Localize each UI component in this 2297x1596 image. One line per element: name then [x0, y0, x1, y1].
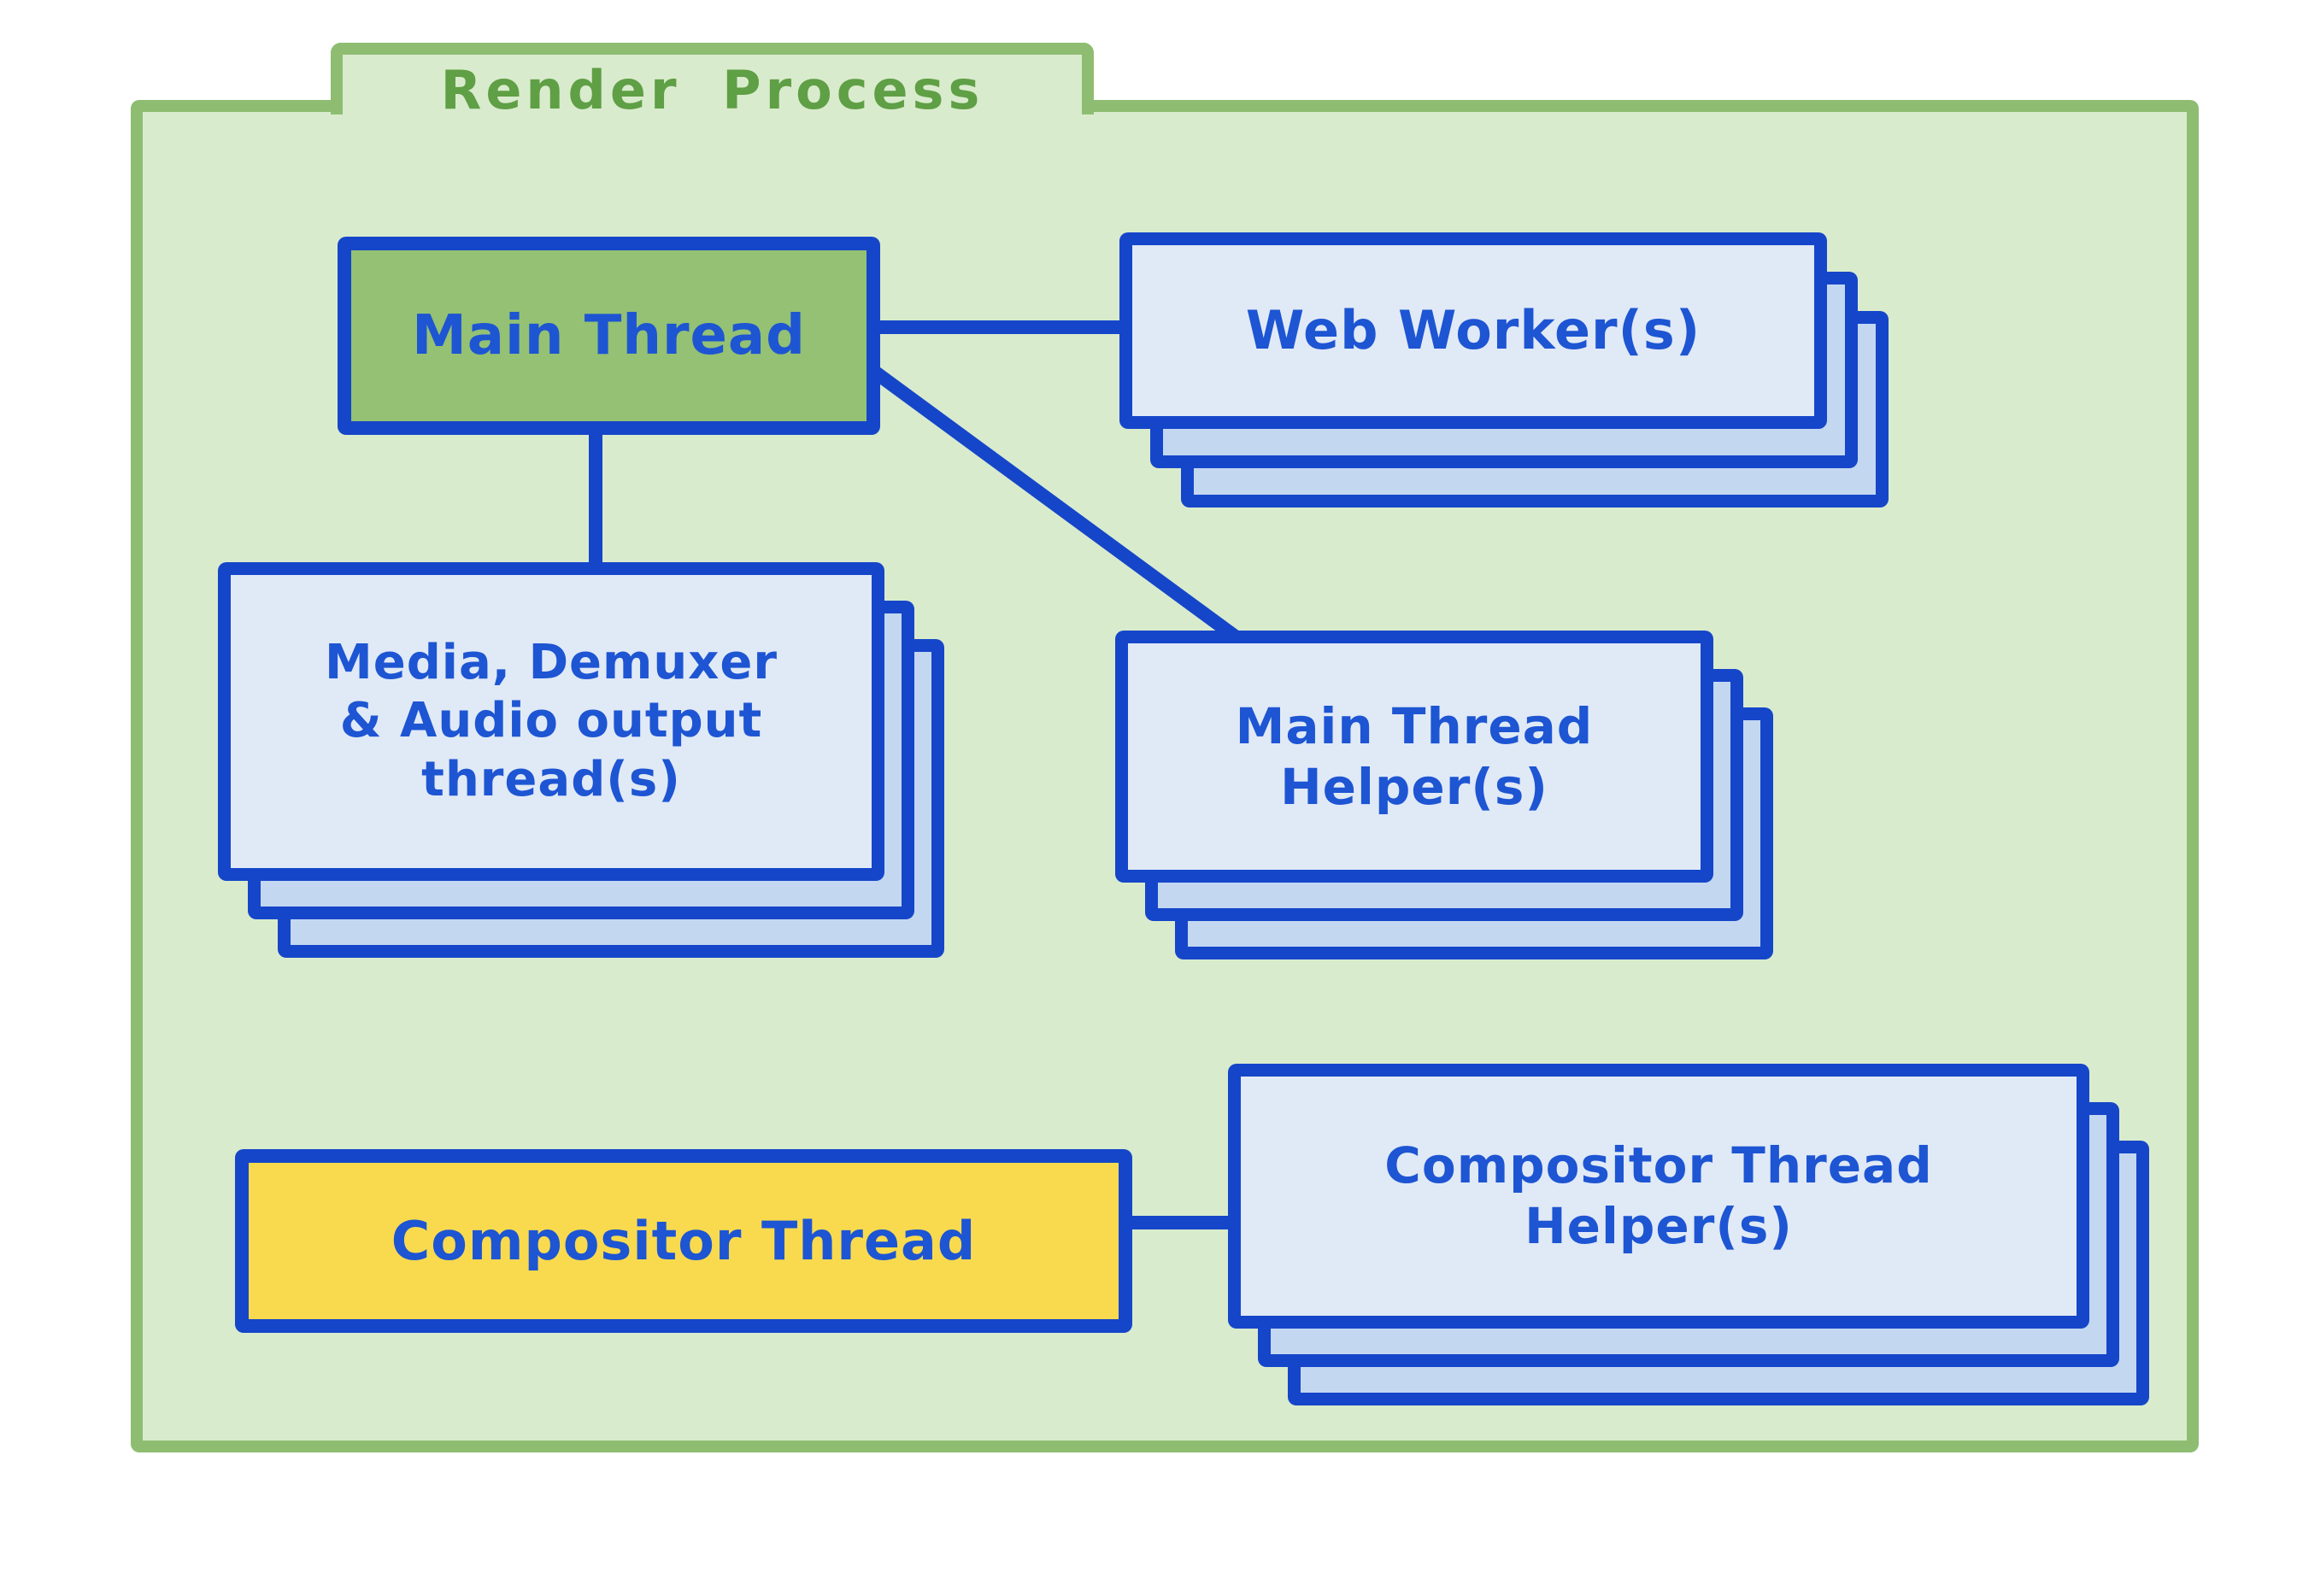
node-compositor-helpers-line2: Helper(s): [1524, 1197, 1793, 1255]
node-media-threads-line1: Media, Demuxer: [325, 635, 778, 691]
stack-layer-front: Compositor Thread Helper(s): [1228, 1064, 2089, 1329]
stack-layer-front: Web Worker(s): [1119, 232, 1827, 429]
node-media-threads-line2: & Audio output: [339, 693, 763, 749]
stack-layer-front: Media, Demuxer & Audio output thread(s): [218, 562, 884, 881]
node-compositor-helpers: Compositor Thread Helper(s): [1228, 1064, 2151, 1405]
stack-layer-front: Main Thread Helper(s): [1115, 631, 1713, 883]
diagram-title: Render Process: [440, 58, 984, 121]
node-main-thread-helpers-line2: Helper(s): [1280, 757, 1548, 816]
node-media-threads-line3: thread(s): [421, 751, 681, 807]
node-web-workers: Web Worker(s): [1119, 232, 1889, 508]
render-process-tab: Render Process: [331, 43, 1094, 121]
node-main-thread-helpers-line1: Main Thread: [1235, 696, 1594, 755]
node-compositor: Compositor Thread: [235, 1149, 1132, 1333]
node-main-thread: Main Thread: [338, 237, 880, 435]
connector-main-thread-to-main-thread-helpers: [867, 363, 1254, 653]
node-main-thread-helpers: Main Thread Helper(s): [1115, 631, 1773, 959]
node-web-workers-label: Web Worker(s): [1245, 299, 1701, 362]
node-main-thread-label: Main Thread: [412, 303, 806, 367]
node-media-threads: Media, Demuxer & Audio output thread(s): [218, 562, 944, 958]
node-compositor-label: Compositor Thread: [391, 1209, 977, 1272]
node-compositor-helpers-line1: Compositor Thread: [1384, 1136, 1933, 1195]
